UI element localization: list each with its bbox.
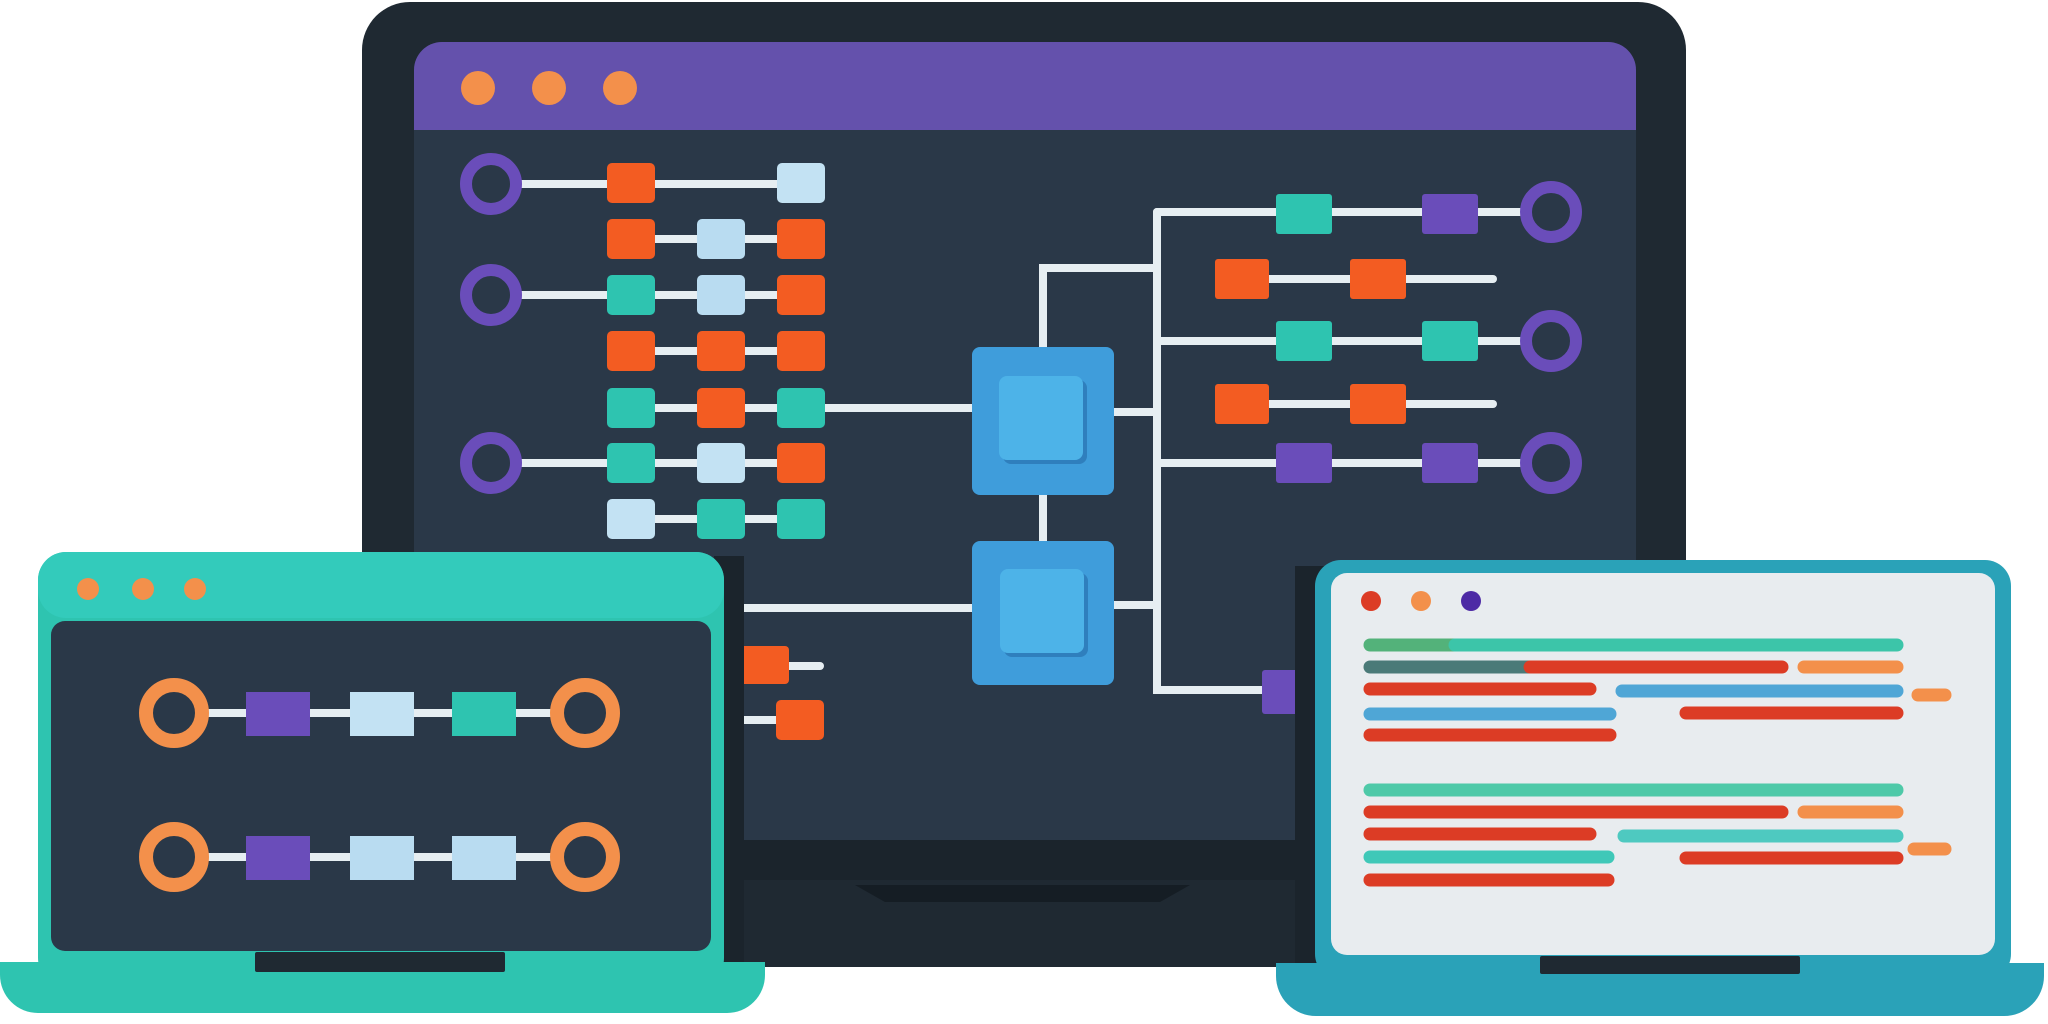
- node-icon[interactable]: [1215, 384, 1269, 424]
- node-icon[interactable]: [1422, 194, 1478, 234]
- node-icon[interactable]: [607, 499, 655, 539]
- hub-core-face: [999, 376, 1083, 460]
- port-icon[interactable]: [1520, 310, 1582, 372]
- right-laptop: [1276, 560, 2044, 1016]
- node-icon[interactable]: [607, 219, 655, 259]
- hub-top[interactable]: [972, 347, 1114, 495]
- port-icon[interactable]: [139, 678, 209, 748]
- laptop-title-bar: [38, 552, 724, 618]
- node-icon[interactable]: [452, 692, 516, 736]
- window-dot-icon[interactable]: [532, 71, 566, 105]
- output-ports: [1520, 181, 1582, 494]
- node-icon[interactable]: [733, 646, 789, 684]
- laptop-hinge: [255, 952, 505, 972]
- window-dot-icon[interactable]: [1461, 591, 1481, 611]
- node-icon[interactable]: [1422, 443, 1478, 483]
- node-icon[interactable]: [777, 388, 825, 428]
- input-ports: [460, 153, 522, 494]
- node-icon[interactable]: [246, 692, 310, 736]
- port-icon[interactable]: [550, 678, 620, 748]
- node-icon[interactable]: [607, 331, 655, 371]
- window-dot-icon[interactable]: [132, 578, 154, 600]
- node-icon[interactable]: [607, 163, 655, 203]
- monitor-stand-notch: [855, 885, 1190, 902]
- left-dataflow: [460, 153, 979, 740]
- node-icon[interactable]: [1276, 194, 1332, 234]
- port-icon[interactable]: [460, 153, 522, 215]
- window-dot-icon[interactable]: [603, 71, 637, 105]
- node-grid: [607, 163, 825, 740]
- window-dot-icon[interactable]: [1361, 591, 1381, 611]
- node-icon[interactable]: [1422, 321, 1478, 361]
- port-icon[interactable]: [139, 822, 209, 892]
- laptop-screen: [51, 621, 711, 951]
- node-icon[interactable]: [1276, 321, 1332, 361]
- port-icon[interactable]: [460, 264, 522, 326]
- node-icon[interactable]: [1350, 259, 1406, 299]
- node-icon[interactable]: [697, 275, 745, 315]
- code-lines: [1363, 638, 1952, 887]
- node-icon[interactable]: [1215, 259, 1269, 299]
- laptop-hinge: [1540, 956, 1800, 974]
- laptop-screen: [1331, 573, 1995, 955]
- node-icon[interactable]: [607, 388, 655, 428]
- monitor-chin: [700, 840, 1340, 880]
- node-icon[interactable]: [607, 443, 655, 483]
- node-icon[interactable]: [452, 836, 516, 880]
- monitor-title-bar: [414, 42, 1636, 130]
- right-dataflow: [1153, 181, 1582, 714]
- node-icon[interactable]: [246, 836, 310, 880]
- node-icon[interactable]: [697, 219, 745, 259]
- window-dot-icon[interactable]: [77, 578, 99, 600]
- port-icon[interactable]: [1520, 432, 1582, 494]
- node-icon[interactable]: [697, 331, 745, 371]
- node-icon[interactable]: [776, 700, 824, 740]
- node-icon[interactable]: [607, 275, 655, 315]
- window-dot-icon[interactable]: [1411, 591, 1431, 611]
- node-icon[interactable]: [777, 275, 825, 315]
- window-dot-icon[interactable]: [184, 578, 206, 600]
- port-icon[interactable]: [550, 822, 620, 892]
- hub-bottom[interactable]: [972, 541, 1114, 685]
- node-icon[interactable]: [697, 443, 745, 483]
- node-icon[interactable]: [697, 499, 745, 539]
- node-icon[interactable]: [1350, 384, 1406, 424]
- node-icon[interactable]: [1276, 443, 1332, 483]
- node-icon[interactable]: [777, 163, 825, 203]
- node-icon[interactable]: [777, 219, 825, 259]
- laptop-base: [0, 962, 765, 1013]
- hub-core-face: [1000, 569, 1084, 653]
- node-icon[interactable]: [350, 836, 414, 880]
- center-hubs: [972, 264, 1155, 685]
- node-icon[interactable]: [777, 443, 825, 483]
- node-icon[interactable]: [777, 499, 825, 539]
- node-icon[interactable]: [777, 331, 825, 371]
- port-icon[interactable]: [1520, 181, 1582, 243]
- window-dot-icon[interactable]: [461, 71, 495, 105]
- node-icon[interactable]: [697, 388, 745, 428]
- laptop-flow-nodes: [139, 678, 620, 892]
- laptop-base: [1276, 963, 2044, 1016]
- port-icon[interactable]: [460, 432, 522, 494]
- left-laptop: [0, 552, 765, 1013]
- node-icon[interactable]: [350, 692, 414, 736]
